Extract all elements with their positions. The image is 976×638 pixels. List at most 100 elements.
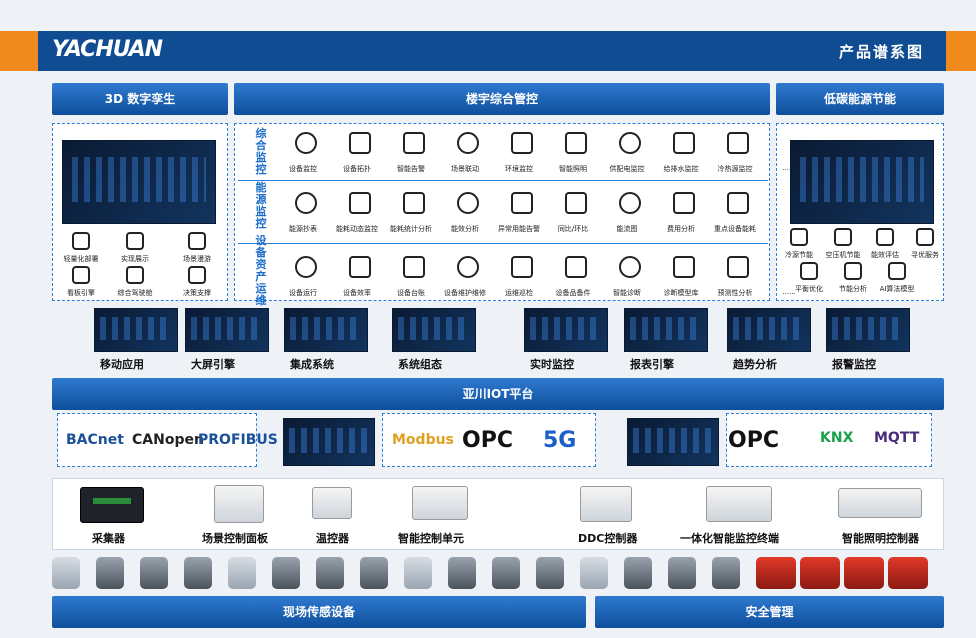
sensor-image-12: [580, 557, 608, 589]
carbon-label-2: 能效评估: [871, 251, 899, 259]
sensor-image-11: [536, 557, 564, 589]
protocol-opc-6: OPC: [728, 428, 779, 453]
row-label-2: 设备资产运维: [255, 234, 267, 307]
row0-label-5: 智能照明: [559, 165, 587, 173]
row1-label-0: 能源抄表: [289, 225, 317, 233]
row0-icon-5: [565, 132, 587, 154]
carbon-label-0: 冷源节能: [785, 251, 813, 259]
app-screen-3: [392, 308, 476, 352]
row2-label-6: 智能诊断: [613, 289, 641, 297]
row1-icon-7: [673, 192, 695, 214]
device-caption-4: DDC控制器: [578, 532, 638, 545]
iot-screen-1: [283, 418, 375, 466]
twin-label-1: 实现展示: [121, 255, 149, 263]
row2-label-7: 诊断模型库: [663, 289, 699, 297]
twin-icon-4: [126, 266, 144, 284]
row2-icon-2: [403, 256, 425, 278]
row1-label-5: 同比/环比: [557, 225, 589, 233]
device-caption-1: 场景控制面板: [202, 532, 268, 545]
row2-icon-6: [619, 256, 641, 278]
sensor-image-7: [360, 557, 388, 589]
device-image-2: [312, 487, 352, 519]
twin-icon-0: [72, 232, 90, 250]
protocol-box-2: [382, 413, 596, 467]
sensor-image-1: [96, 557, 124, 589]
row1-label-4: 异常用能告警: [498, 225, 540, 233]
band-digital-twin: 3D 数字孪生: [52, 83, 228, 115]
row1-label-6: 能流图: [616, 225, 638, 233]
protocol-box-1: [57, 413, 257, 467]
row0-icon-6: [619, 132, 641, 154]
protocol-box-3: [726, 413, 932, 467]
device-image-5: [706, 486, 772, 522]
row2-icon-0: [295, 256, 317, 278]
sensor-image-3: [184, 557, 212, 589]
row2-icon-7: [673, 256, 695, 278]
row0-icon-1: [349, 132, 371, 154]
sensor-image-19: [888, 557, 928, 589]
carbon-icon-3: [916, 228, 934, 246]
sensor-image-16: [756, 557, 796, 589]
row0-label-7: 给排水监控: [663, 165, 699, 173]
app-screen-0: [94, 308, 178, 352]
app-caption-1: 大屏引擎: [191, 358, 235, 371]
sensor-image-8: [404, 557, 432, 589]
device-image-3: [412, 486, 468, 520]
row0-label-4: 环境监控: [505, 165, 533, 173]
page-title: 产品谱系图: [838, 43, 924, 61]
band-safety: 安全管理: [595, 596, 944, 628]
row0-icon-7: [673, 132, 695, 154]
app-caption-6: 趋势分析: [733, 358, 777, 371]
band-building: 楼宇综合管控: [234, 83, 770, 115]
app-screen-5: [624, 308, 708, 352]
carbon-icon-2: [876, 228, 894, 246]
row1-label-3: 能效分析: [451, 225, 479, 233]
row2-icon-5: [565, 256, 587, 278]
row1-label-2: 能耗统计分析: [390, 225, 432, 233]
row0-label-1: 设备拓扑: [343, 165, 371, 173]
accent-right: [946, 31, 976, 71]
carbon-label-4: 平衡优化: [795, 285, 823, 293]
row2-label-5: 设备品备件: [555, 289, 591, 297]
carbon-screen: [790, 140, 934, 224]
twin-label-3: 看板引擎: [67, 289, 95, 297]
app-screen-4: [524, 308, 608, 352]
row1-icon-4: [511, 192, 533, 214]
app-screen-2: [284, 308, 368, 352]
band-sensors: 现场传感设备: [52, 596, 586, 628]
app-caption-5: 报表引擎: [630, 358, 674, 371]
app-caption-3: 系统组态: [398, 358, 442, 371]
devices-panel: [52, 478, 944, 550]
row-label-1: 能源监控: [255, 181, 267, 230]
sensor-image-17: [800, 557, 840, 589]
sensor-image-5: [272, 557, 300, 589]
row0-icon-2: [403, 132, 425, 154]
accent-left: [0, 31, 38, 71]
sensor-image-18: [844, 557, 884, 589]
device-caption-2: 温控器: [316, 532, 349, 545]
device-caption-3: 智能控制单元: [398, 532, 464, 545]
protocol-bacnet-0: BACnet: [66, 432, 124, 448]
twin-label-5: 决策支撑: [183, 289, 211, 297]
device-image-1: [214, 485, 264, 523]
row2-label-2: 设备台账: [397, 289, 425, 297]
sensor-image-6: [316, 557, 344, 589]
sensor-image-15: [712, 557, 740, 589]
row2-label-1: 设备效率: [343, 289, 371, 297]
protocol-mqtt-8: MQTT: [874, 430, 920, 446]
device-caption-5: 一体化智能监控终端: [680, 532, 779, 545]
row1-icon-0: [295, 192, 317, 214]
row2-icon-4: [511, 256, 533, 278]
device-image-6: [838, 488, 922, 518]
twin-screen: [62, 140, 216, 224]
top-banner: YACHUAN 产品谱系图: [0, 31, 976, 71]
protocol-5g-5: 5G: [543, 428, 577, 453]
row2-label-9: ......: [782, 288, 796, 296]
device-image-0: [80, 487, 144, 523]
row0-icon-0: [295, 132, 317, 154]
row-label-0: 综合监控: [255, 127, 267, 176]
row0-icon-3: [457, 132, 479, 154]
carbon-icon-6: [888, 262, 906, 280]
row0-label-0: 设备监控: [289, 165, 317, 173]
row0-label-6: 供配电监控: [609, 165, 645, 173]
